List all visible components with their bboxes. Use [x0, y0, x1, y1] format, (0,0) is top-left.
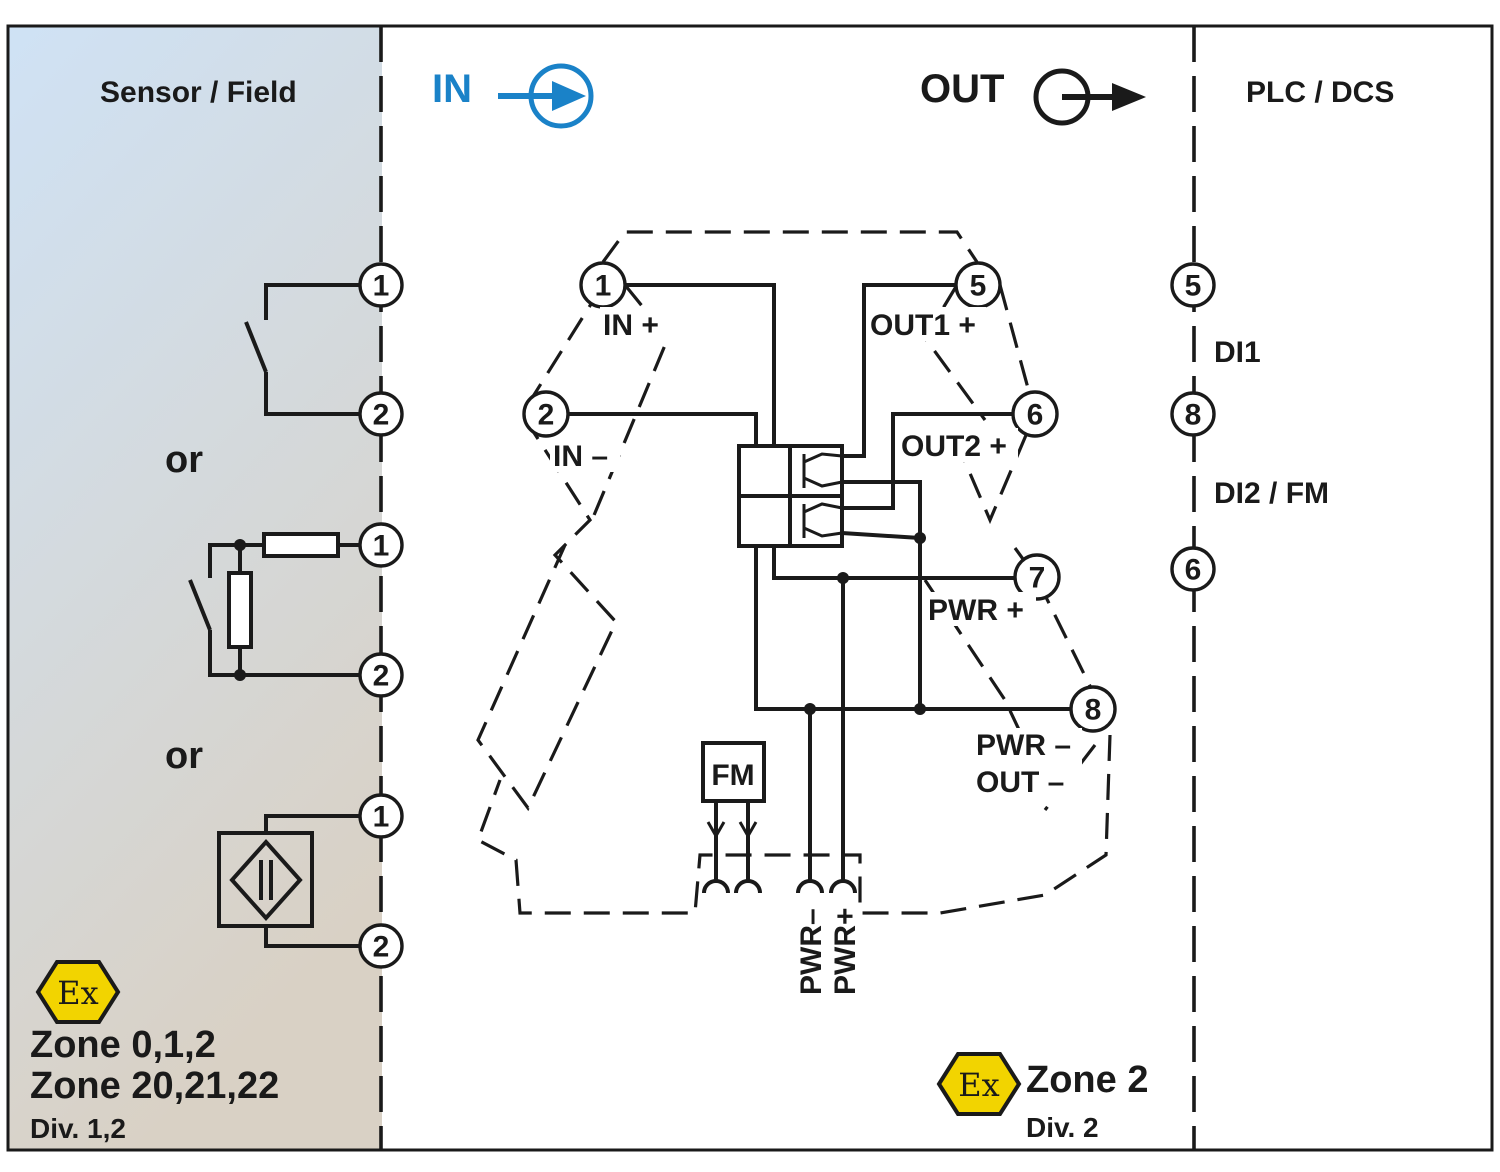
out-minus-label: OUT – [976, 766, 1064, 799]
pwr-minus-label: PWR – [976, 729, 1071, 762]
svg-text:2: 2 [538, 399, 555, 432]
switch-contact-symbol [244, 283, 360, 416]
svg-text:8: 8 [1185, 399, 1202, 432]
module-terminal-6: 6 [1011, 390, 1059, 438]
or-separator-1: or [165, 439, 203, 481]
module-terminal-5: 5 [954, 261, 1002, 309]
safe-div-label: Div. 2 [1026, 1112, 1099, 1143]
out2-plus-label: OUT2 + [901, 430, 1007, 463]
svg-text:Ex: Ex [958, 1066, 999, 1104]
di2-fm-label: DI2 / FM [1214, 477, 1329, 510]
plc-dcs-header: PLC / DCS [1246, 76, 1394, 109]
svg-text:1: 1 [373, 530, 390, 563]
proximity-sensor-symbol [217, 814, 360, 948]
out-header: OUT [920, 67, 1004, 111]
fm-fault-monitoring-block: FM [701, 741, 766, 880]
pwr-plus-label: PWR + [928, 594, 1024, 627]
plc-terminal-8: 8 [1170, 391, 1216, 437]
hazard-div: Div. 1,2 [30, 1113, 126, 1144]
hazard-zone-line1: Zone 0,1,2 [30, 1024, 216, 1066]
svg-text:8: 8 [1085, 694, 1102, 727]
ex-zone2-icon: Ex [936, 1052, 1022, 1116]
module-terminal-2: 2 [522, 390, 570, 438]
field-terminal-1a: 1 [358, 262, 404, 308]
di1-label: DI1 [1214, 336, 1261, 369]
in-minus-label: IN – [553, 440, 608, 473]
input-arrow-icon [498, 63, 594, 129]
sensor-field-header: Sensor / Field [100, 76, 297, 109]
in-plus-label: IN + [603, 309, 659, 342]
svg-text:5: 5 [1185, 270, 1202, 303]
field-terminal-1c: 1 [358, 793, 404, 839]
field-terminal-2c: 2 [358, 923, 404, 969]
optocoupler-block [737, 444, 844, 548]
plc-terminal-6: 6 [1170, 546, 1216, 592]
svg-text:6: 6 [1027, 399, 1044, 432]
svg-text:1: 1 [373, 270, 390, 303]
safe-zone-label: Zone 2 [1026, 1059, 1148, 1101]
svg-text:2: 2 [373, 399, 390, 432]
svg-text:1: 1 [595, 270, 612, 303]
svg-text:2: 2 [373, 931, 390, 964]
bus-connector-contacts [702, 879, 857, 894]
bus-pwr-plus-label: PWR+ [829, 907, 862, 995]
resistor-switch-symbol [188, 532, 360, 681]
hazard-zone-line2: Zone 20,21,22 [30, 1065, 279, 1107]
svg-text:FM: FM [711, 759, 754, 792]
output-arrow-icon [1033, 68, 1146, 126]
ex-hazard-icon: Ex [35, 960, 121, 1024]
out1-plus-label: OUT1 + [870, 309, 976, 342]
field-terminal-2b: 2 [358, 652, 404, 698]
svg-text:2: 2 [373, 660, 390, 693]
module-terminal-1: 1 [579, 261, 627, 309]
svg-text:7: 7 [1029, 562, 1046, 595]
plc-terminal-5: 5 [1170, 262, 1216, 308]
svg-text:1: 1 [373, 801, 390, 834]
internal-wiring [568, 283, 1071, 880]
or-separator-2: or [165, 735, 203, 777]
bus-pwr-minus-label: PWR– [795, 908, 828, 995]
svg-text:5: 5 [970, 270, 987, 303]
field-terminal-2a: 2 [358, 391, 404, 437]
svg-text:Ex: Ex [57, 974, 98, 1012]
field-terminal-1b: 1 [358, 522, 404, 568]
in-header: IN [432, 67, 472, 111]
svg-text:6: 6 [1185, 554, 1202, 587]
module-terminal-8: 8 [1069, 685, 1117, 733]
diagram-frame [6, 24, 1494, 1152]
